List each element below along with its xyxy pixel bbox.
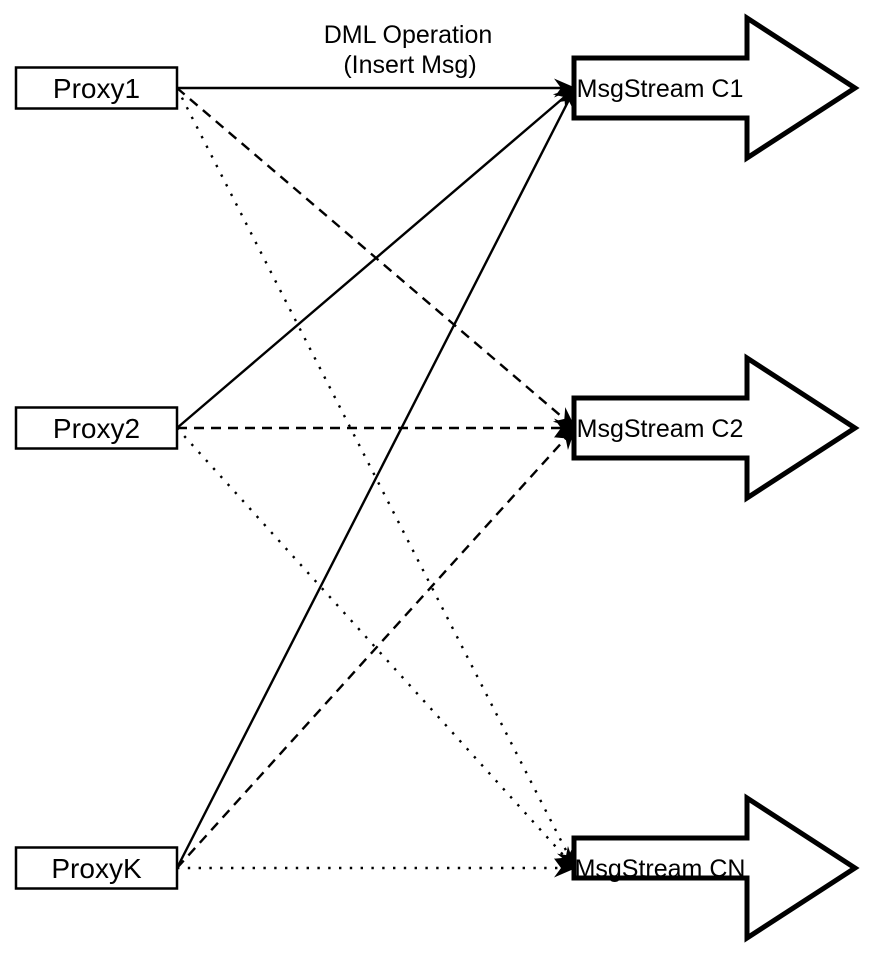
annotation-line1: DML Operation [324, 21, 493, 49]
node-stream-cn: MsgStream CN [571, 793, 860, 943]
arrowhead-proxyk-c1 [556, 87, 576, 112]
stream-c1-arrow-shape [571, 13, 860, 163]
node-proxyk: ProxyK [14, 846, 179, 890]
stream-cn-label: MsgStream CN [575, 855, 746, 883]
edge-proxy1-c2-dashed [176, 87, 572, 426]
edge-proxy2-cn-dotted [176, 427, 572, 865]
proxy2-label: Proxy2 [53, 413, 140, 444]
stream-cn-arrow-shape [571, 793, 860, 943]
edge-proxy2-c1-solid [176, 90, 572, 429]
proxyk-label: ProxyK [51, 853, 142, 884]
node-proxy1: Proxy1 [14, 66, 179, 110]
node-stream-c1: MsgStream C1 [571, 13, 860, 163]
edges-layer [175, 78, 576, 878]
edge-proxy1-cn-dotted [175, 87, 574, 864]
node-stream-c2: MsgStream C2 [571, 353, 860, 503]
edge-proxyk-c2-dashed [176, 431, 572, 869]
arrowhead-proxy2-cn [553, 846, 576, 869]
arrowhead-proxyk-cn [554, 858, 576, 878]
edge-proxyk-c1-solid [175, 92, 574, 869]
arrowhead-proxy2-c2 [554, 418, 576, 438]
proxy1-box [14, 66, 179, 110]
stream-c1-label: MsgStream C1 [577, 75, 744, 103]
proxy1-label: Proxy1 [53, 73, 140, 104]
proxy2-box [14, 406, 179, 450]
stream-c2-label: MsgStream C2 [577, 415, 744, 443]
node-proxy2: Proxy2 [14, 406, 179, 450]
proxyk-box [14, 846, 179, 890]
stream-c2-arrow-shape [571, 353, 860, 503]
annotation-line2: (Insert Msg) [343, 51, 476, 79]
arrowhead-proxyk-c2 [553, 427, 576, 450]
